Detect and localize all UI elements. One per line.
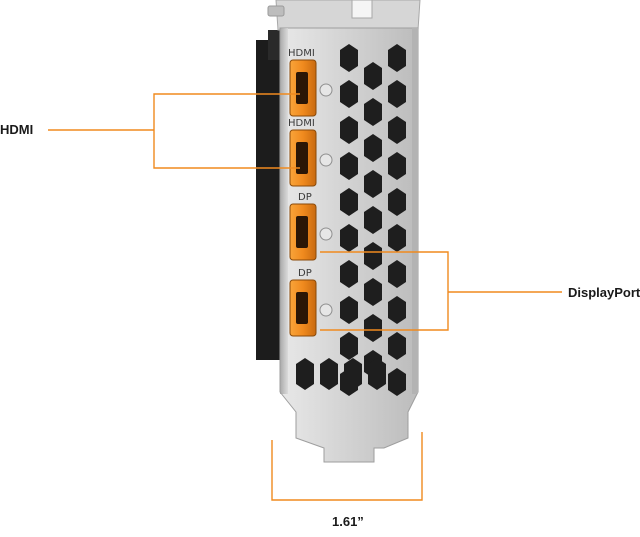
displayport-callout-label: DisplayPort <box>568 285 640 300</box>
vent-cutout <box>364 242 382 270</box>
vent-cutout <box>388 188 406 216</box>
displayport-port: DP <box>289 268 333 337</box>
vent-cutout <box>388 224 406 252</box>
vent-cutout <box>388 80 406 108</box>
width-dimension-line <box>271 432 423 501</box>
vent-cutout <box>340 332 358 360</box>
callout-lines <box>48 93 562 501</box>
hdmi-callout-label: HDMI <box>0 122 34 137</box>
vent-cutout <box>388 44 406 72</box>
port-label: HDMI <box>288 118 315 129</box>
port-label: HDMI <box>288 48 315 59</box>
vent-cutout <box>340 44 358 72</box>
bracket-ports: HDMI HDMI DP DP <box>288 48 333 337</box>
displayport-callout-bracket <box>320 251 449 331</box>
port-label: DP <box>298 192 312 203</box>
vent-cutout <box>344 358 362 390</box>
vent-cutout <box>340 152 358 180</box>
card-body-edge <box>256 40 280 360</box>
vent-cutout <box>364 134 382 162</box>
screw-icon <box>319 303 333 317</box>
vent-cutout <box>368 358 386 390</box>
vent-cutout <box>340 224 358 252</box>
port-label: DP <box>298 268 312 279</box>
vent-cutout <box>340 116 358 144</box>
vent-cutout <box>388 152 406 180</box>
vent-cutout <box>320 358 338 390</box>
screw-icon <box>319 227 333 241</box>
vent-cutout <box>388 296 406 324</box>
vent-cutout <box>340 296 358 324</box>
vent-cutout <box>388 332 406 360</box>
vent-cutout <box>340 188 358 216</box>
hdmi-port: HDMI <box>288 118 333 187</box>
vent-cutout <box>340 80 358 108</box>
vent-cutout <box>364 62 382 90</box>
vent-cutout <box>388 260 406 288</box>
bracket-top-tab <box>275 0 421 31</box>
vent-cutout <box>340 260 358 288</box>
screw-icon <box>319 83 333 97</box>
vent-cutout <box>364 314 382 342</box>
displayport-port: DP <box>289 192 333 261</box>
vent-cutout <box>364 98 382 126</box>
hdmi-port: HDMI <box>288 48 333 117</box>
vent-cutout <box>364 206 382 234</box>
vent-cutout <box>388 368 406 396</box>
vent-cutout <box>388 116 406 144</box>
bracket-vent-grid <box>296 44 406 396</box>
hdmi-callout-bracket <box>153 93 300 169</box>
width-dimension-label: 1.61” <box>332 514 364 529</box>
screw-icon <box>319 153 333 167</box>
vent-cutout <box>364 170 382 198</box>
vent-cutout <box>364 278 382 306</box>
vent-cutout <box>296 358 314 390</box>
